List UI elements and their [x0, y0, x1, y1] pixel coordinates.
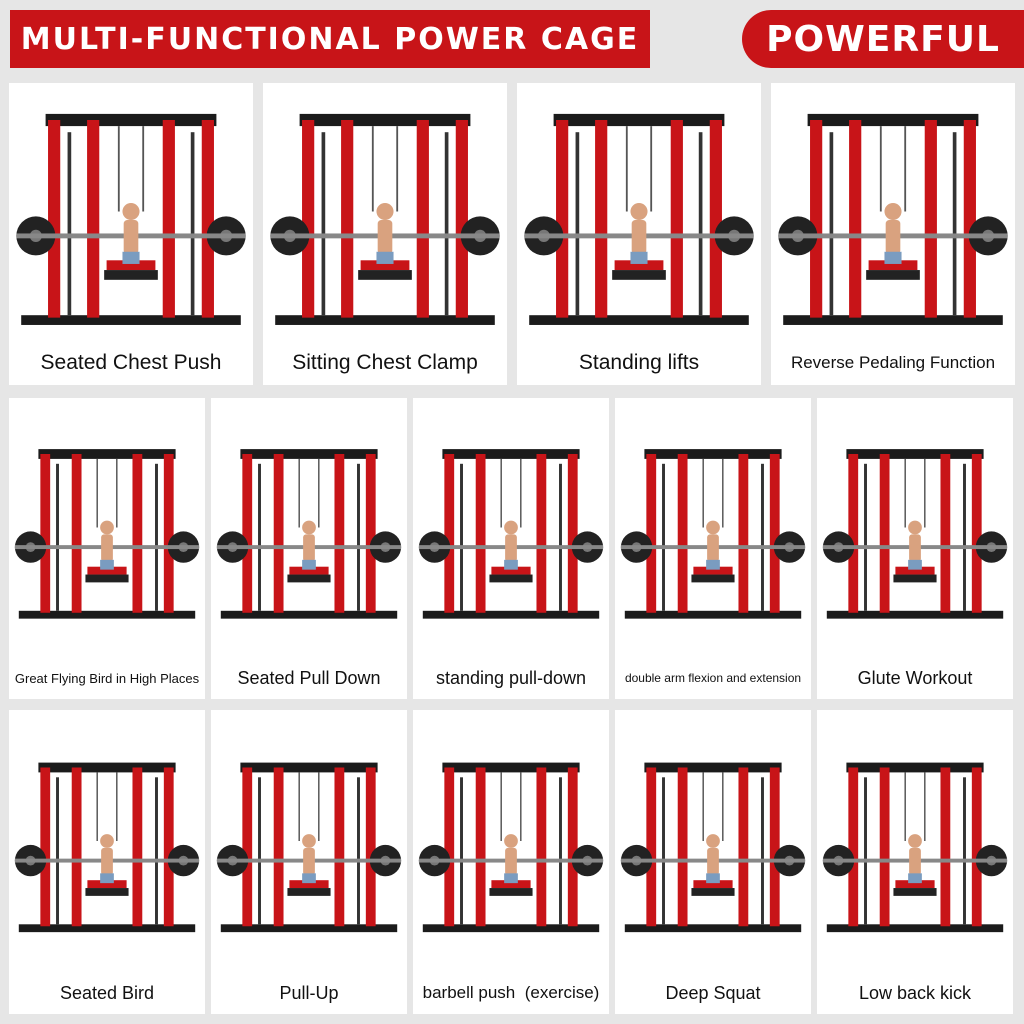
exercise-card-double-arm-flexion: double arm flexion and extension: [615, 398, 811, 699]
exercise-label: Low back kick: [817, 972, 1013, 1014]
exercise-image: [817, 398, 1013, 657]
exercise-image: [9, 398, 205, 657]
exercise-image: [211, 398, 407, 657]
exercise-label: Reverse Pedaling Function: [771, 340, 1015, 385]
exercise-image: [771, 83, 1015, 340]
power-cage-illustration: [418, 449, 604, 619]
power-cage-illustration: [620, 762, 806, 933]
exercise-card-reverse-pedaling: Reverse Pedaling Function: [771, 83, 1015, 385]
exercise-card-seated-chest-push: Seated Chest Push: [9, 83, 253, 385]
exercise-card-glute-workout: Glute Workout: [817, 398, 1013, 699]
exercise-card-great-flying-bird: Great Flying Bird in High Places: [9, 398, 205, 699]
exercise-card-barbell-push: barbell push (exercise): [413, 710, 609, 1014]
exercise-card-deep-squat: Deep Squat: [615, 710, 811, 1014]
header-title-banner: MULTI-FUNCTIONAL POWER CAGE: [10, 10, 650, 68]
power-cage-illustration: [778, 113, 1008, 325]
exercise-label: standing pull-down: [413, 657, 609, 699]
exercise-label: Seated Pull Down: [211, 657, 407, 699]
powerful-badge: POWERFUL: [742, 10, 1024, 68]
header-title: MULTI-FUNCTIONAL POWER CAGE: [20, 21, 640, 57]
exercise-label: Seated Bird: [9, 972, 205, 1014]
exercise-card-sitting-chest-clamp: Sitting Chest Clamp: [263, 83, 507, 385]
power-cage-illustration: [418, 762, 604, 933]
exercise-label: Deep Squat: [615, 972, 811, 1014]
exercise-label: Pull-Up: [211, 972, 407, 1014]
exercise-card-standing-pull-down: standing pull-down: [413, 398, 609, 699]
exercise-image: [9, 83, 253, 340]
exercise-image: [263, 83, 507, 340]
exercise-image: [615, 398, 811, 657]
power-cage-illustration: [14, 762, 200, 933]
exercise-image: [817, 710, 1013, 972]
power-cage-illustration: [216, 449, 402, 619]
exercise-image: [615, 710, 811, 972]
exercise-image: [211, 710, 407, 972]
power-cage-illustration: [524, 113, 754, 325]
power-cage-illustration: [216, 762, 402, 933]
exercise-label: double arm flexion and extension: [615, 657, 811, 699]
exercise-image: [413, 710, 609, 972]
exercise-card-pull-up: Pull-Up: [211, 710, 407, 1014]
power-cage-illustration: [16, 113, 246, 325]
exercise-image: [9, 710, 205, 972]
exercise-label: barbell push (exercise): [413, 972, 609, 1014]
exercise-label: Seated Chest Push: [9, 340, 253, 385]
power-cage-illustration: [270, 113, 500, 325]
power-cage-illustration: [822, 762, 1008, 933]
exercise-label: Great Flying Bird in High Places: [9, 657, 205, 699]
exercise-image: [517, 83, 761, 340]
power-cage-illustration: [620, 449, 806, 619]
power-cage-illustration: [822, 449, 1008, 619]
exercise-label: Glute Workout: [817, 657, 1013, 699]
exercise-label: Sitting Chest Clamp: [263, 340, 507, 385]
exercise-image: [413, 398, 609, 657]
exercise-card-seated-bird: Seated Bird: [9, 710, 205, 1014]
exercise-label: Standing lifts: [517, 340, 761, 385]
exercise-card-low-back-kick: Low back kick: [817, 710, 1013, 1014]
power-cage-illustration: [14, 449, 200, 619]
powerful-badge-text: POWERFUL: [766, 18, 1000, 60]
exercise-card-standing-lifts: Standing lifts: [517, 83, 761, 385]
exercise-card-seated-pull-down: Seated Pull Down: [211, 398, 407, 699]
